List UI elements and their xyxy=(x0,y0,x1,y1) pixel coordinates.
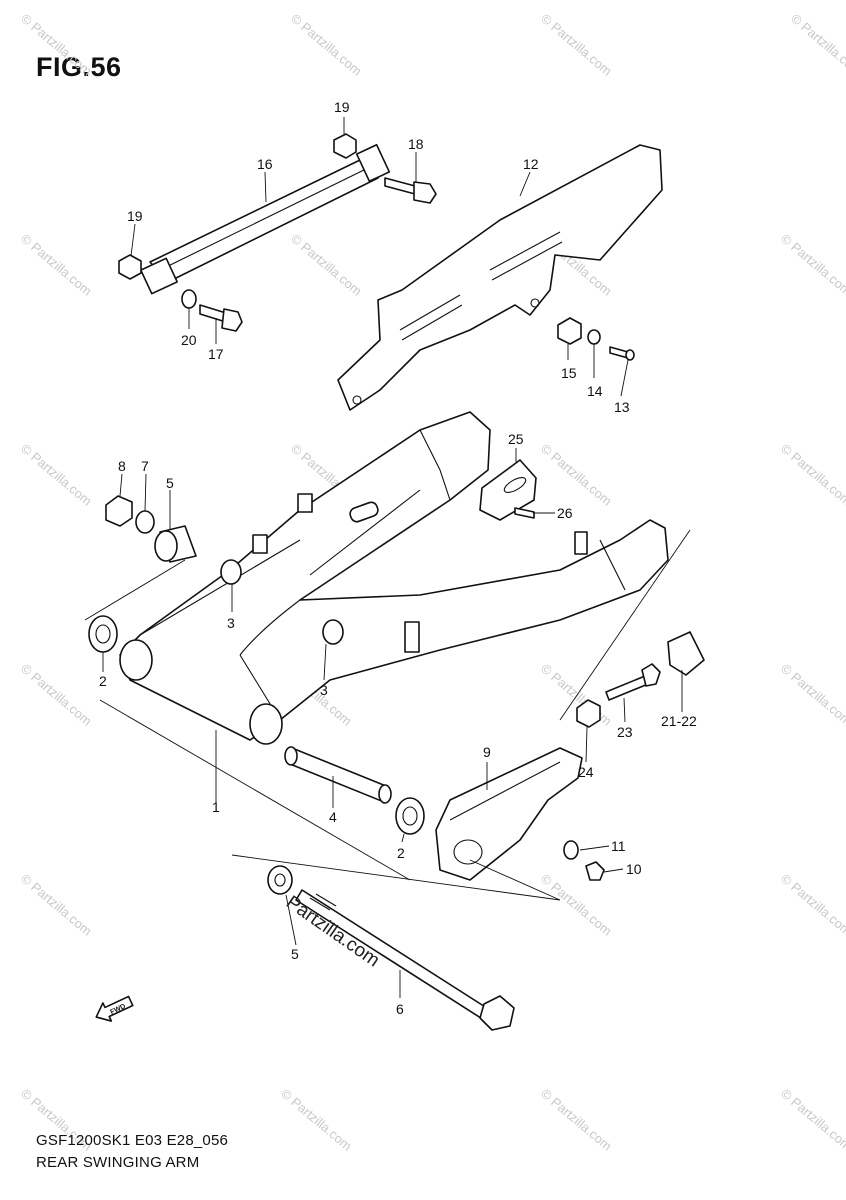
watermark: © Partzilla.com xyxy=(778,441,846,509)
watermark: © Partzilla.com xyxy=(278,1086,355,1154)
watermark: © Partzilla.com xyxy=(538,11,615,79)
chain-buffer-part-9 xyxy=(435,747,583,881)
watermark: © Partzilla.com xyxy=(778,871,846,939)
watermark: © Partzilla.com xyxy=(538,1086,615,1154)
callout-23: 23 xyxy=(617,724,633,740)
callout-13: 13 xyxy=(614,399,630,415)
screw-part-10 xyxy=(585,861,605,881)
fwd-arrow-icon: FWD xyxy=(95,995,134,1022)
watermark: © Partzilla.com xyxy=(18,11,95,79)
torque-link-part-16 xyxy=(140,143,391,295)
watermark: © Partzilla.com xyxy=(288,231,365,299)
figure-title: FIG.56 xyxy=(36,52,122,82)
bolt-part-17 xyxy=(199,304,243,332)
pivot-shaft-part-6 xyxy=(295,889,515,1031)
chain-case-part-12 xyxy=(337,144,663,411)
collar-part-5-lower xyxy=(267,865,293,895)
callout-26: 26 xyxy=(557,505,573,521)
screw-part-26 xyxy=(514,507,535,519)
spacer-part-4 xyxy=(284,746,392,804)
watermark: © Partzilla.com xyxy=(778,231,846,299)
nut-part-19-lower xyxy=(118,254,142,280)
reference-lines xyxy=(84,529,691,901)
callout-6: 6 xyxy=(396,1001,404,1017)
nut-part-24 xyxy=(576,699,601,728)
callout-5-lower: 5 xyxy=(291,946,299,962)
watermark: © Partzilla.com xyxy=(788,11,846,79)
washer-part-20 xyxy=(181,289,197,309)
nut-part-19-upper xyxy=(333,133,357,159)
screw-part-13 xyxy=(609,346,635,361)
callout-19-upper: 19 xyxy=(334,99,350,115)
callout-19-lower: 19 xyxy=(127,208,143,224)
callout-4: 4 xyxy=(329,809,337,825)
callout-labels: 19 18 16 12 19 20 17 15 14 13 8 7 5 25 2… xyxy=(99,99,697,1017)
collar-part-14 xyxy=(587,329,601,345)
callout-12: 12 xyxy=(523,156,539,172)
callout-20: 20 xyxy=(181,332,197,348)
callout-18: 18 xyxy=(408,136,424,152)
callout-3-lower: 3 xyxy=(320,682,328,698)
washer-part-7 xyxy=(135,510,155,534)
bolt-part-23 xyxy=(605,663,661,701)
callout-17: 17 xyxy=(208,346,224,362)
chain-guide-plate-part-25 xyxy=(479,459,537,521)
watermark: © Partzilla.com xyxy=(18,441,95,509)
callout-16: 16 xyxy=(257,156,273,172)
watermark: © Partzilla.com xyxy=(538,871,615,939)
callout-8: 8 xyxy=(118,458,126,474)
nut-part-8 xyxy=(105,495,133,527)
callout-9: 9 xyxy=(483,744,491,760)
callout-2-right: 2 xyxy=(397,845,405,861)
callout-3-upper: 3 xyxy=(227,615,235,631)
callout-1: 1 xyxy=(212,799,220,815)
watermark: © Partzilla.com xyxy=(288,11,365,79)
leader-lines xyxy=(102,117,683,998)
watermark: © Partzilla.com xyxy=(778,1086,846,1154)
watermark: © Partzilla.com xyxy=(18,661,95,729)
bushing-part-3-lower xyxy=(322,619,344,645)
callout-14: 14 xyxy=(587,383,603,399)
callout-25: 25 xyxy=(508,431,524,447)
bearing-part-2-left xyxy=(88,615,118,653)
bolt-part-18 xyxy=(384,177,437,204)
callout-24: 24 xyxy=(578,764,594,780)
clip-nut-part-21-22 xyxy=(667,631,705,676)
collar-part-5-left xyxy=(154,525,197,563)
callout-2-left: 2 xyxy=(99,673,107,689)
watermark: © Partzilla.com xyxy=(778,661,846,729)
bearing-part-2-right xyxy=(395,797,425,835)
watermark: © Partzilla.com xyxy=(538,441,615,509)
watermark: © Partzilla.com xyxy=(18,231,95,299)
callout-21-22: 21-22 xyxy=(661,713,697,729)
callout-5-upper: 5 xyxy=(166,475,174,491)
watermark: © Partzilla.com xyxy=(18,871,95,939)
figure-code: GSF1200SK1 E03 E28_056 xyxy=(36,1132,229,1149)
collar-part-11 xyxy=(563,840,579,860)
swingarm-part-1 xyxy=(119,411,669,745)
bushing-part-3-upper xyxy=(220,559,242,585)
callout-11: 11 xyxy=(611,838,626,854)
nut-part-15 xyxy=(557,317,582,345)
callout-10: 10 xyxy=(626,861,642,877)
figure-name: REAR SWINGING ARM xyxy=(36,1154,200,1171)
callout-15: 15 xyxy=(561,365,577,381)
callout-7: 7 xyxy=(141,458,149,474)
